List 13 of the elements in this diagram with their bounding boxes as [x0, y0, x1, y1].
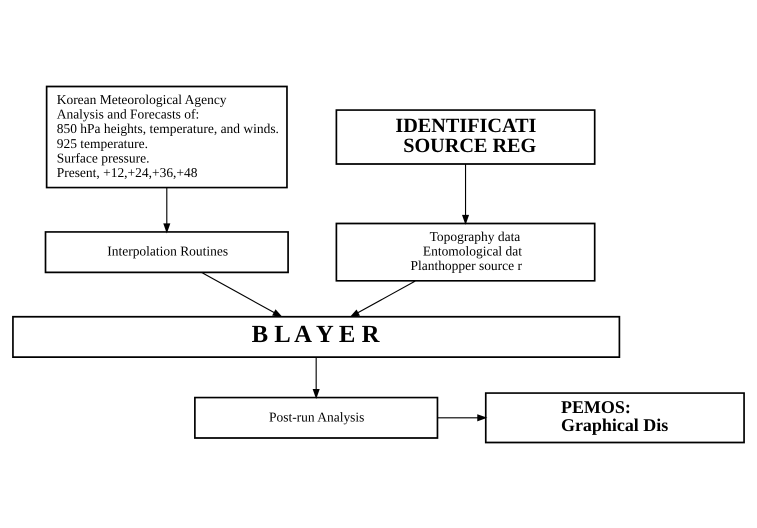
node-box: PEMOS: Graphical Dis	[484, 392, 745, 443]
arrow	[312, 357, 320, 399]
arrow	[201, 271, 283, 317]
node-box: Korean Meteorological Agency Analysis and Forecasts of: 850 hPa heights, temperature, and winds. 925 temperature. Surface pressure. Present, +12,+24,+36,+48	[46, 85, 288, 188]
arrow	[438, 414, 488, 421]
node-box: Topography data Entomological dat Planthopper source r	[336, 222, 596, 282]
node-box: Post-run Analysis	[194, 396, 438, 438]
node-box: IDENTIFICATI SOURCE REG	[336, 108, 596, 164]
node-box: Interpolation Routines	[44, 230, 289, 273]
node-box: B L A Y E R	[12, 315, 620, 358]
arrow	[349, 280, 416, 317]
arrow	[462, 164, 470, 224]
arrow	[163, 187, 170, 234]
